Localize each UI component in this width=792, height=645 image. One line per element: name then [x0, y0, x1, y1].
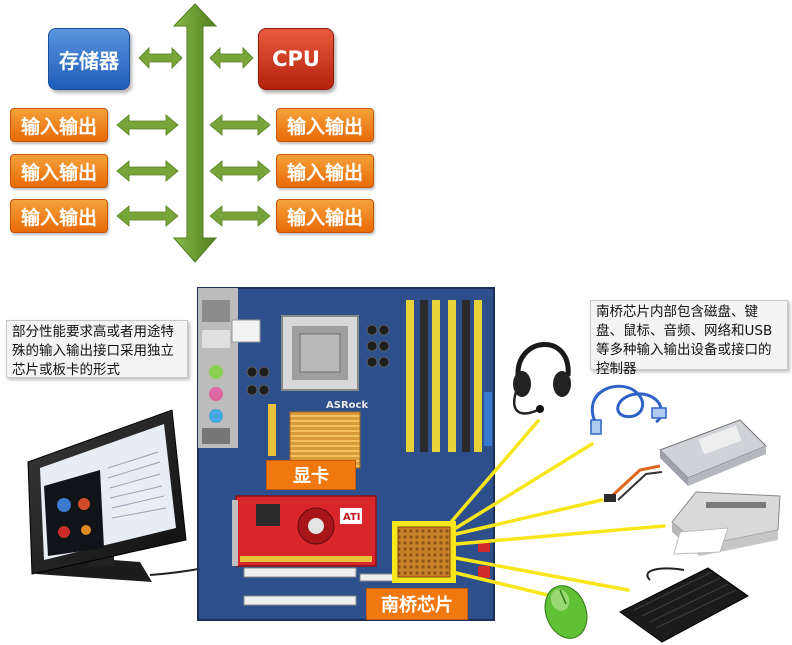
io-left-3-arrow [116, 205, 179, 227]
connector-to-printer [454, 524, 666, 546]
right-annotation-note: 南桥芯片内部包含磁盘、键盘、鼠标、音频、网络和USB等多种输入输出设备或接口的控… [590, 300, 788, 377]
monitor-icon [27, 409, 187, 582]
southbridge-connector-lines [450, 419, 666, 600]
southbridge-chip-icon [392, 521, 456, 583]
left-annotation-note: 部分性能要求高或者用途特殊的输入输出接口采用独立芯片或板卡的形式 [6, 320, 188, 378]
bus-connector-arrows [116, 47, 271, 227]
io-right-2-arrow [209, 160, 271, 182]
southbridge-label: 南桥芯片 [366, 588, 468, 620]
io-box-left-2: 输入输出 [10, 154, 108, 188]
graphics-card-label: 显卡 [266, 460, 356, 490]
connector-to-network [454, 442, 594, 530]
io-box-left-1: 输入输出 [10, 108, 108, 142]
system-bus-diagram [116, 3, 271, 263]
connector-to-headset [450, 419, 540, 523]
storage-box: 存储器 [48, 28, 130, 90]
graphics-card-icon: ATI [232, 495, 377, 567]
connector-to-keyboard [454, 556, 630, 592]
connector-to-disk [454, 498, 604, 536]
io-right-1-arrow [209, 114, 271, 136]
io-right-3-arrow [209, 205, 271, 227]
hard-disk-icon [604, 419, 767, 502]
mouse-icon [544, 585, 588, 639]
storage-bus-arrow [138, 47, 183, 69]
headset-icon [513, 342, 571, 415]
io-left-1-arrow [116, 114, 179, 136]
io-left-2-arrow [116, 160, 179, 182]
gpu-card-brand-text: ATI [343, 512, 361, 523]
io-box-right-2: 输入输出 [276, 154, 374, 188]
printer-icon [671, 491, 781, 556]
connector-to-mouse [450, 570, 562, 600]
system-bus-arrow [172, 3, 218, 263]
keyboard-icon [619, 567, 749, 643]
io-box-right-1: 输入输出 [276, 108, 374, 142]
cpu-bus-arrow [209, 47, 254, 69]
io-box-right-3: 输入输出 [276, 199, 374, 233]
io-box-left-3: 输入输出 [10, 199, 108, 233]
board-brand-text: ASRock [326, 400, 368, 411]
network-cable-icon [590, 384, 667, 435]
cpu-box: CPU [258, 28, 334, 90]
